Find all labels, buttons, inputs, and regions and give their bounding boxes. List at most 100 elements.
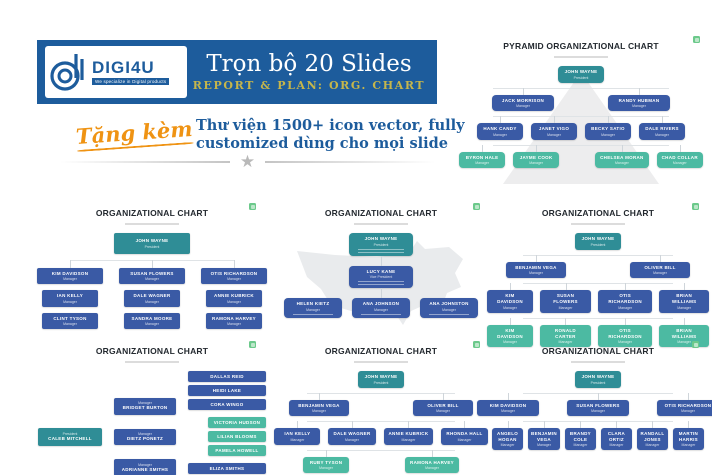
node-role: Manager [516, 104, 530, 109]
chart-title: PYRAMID ORGANIZATIONAL CHART [503, 41, 659, 51]
gift-description: Thư viện 1500+ icon vector, fully custom… [196, 117, 465, 153]
node-name: JACK MORRISON [501, 97, 545, 103]
node-role: President [62, 432, 78, 436]
node-name: OLIVER BILL [644, 264, 676, 270]
node-name: BENJAMIN VEGA [515, 264, 557, 270]
node-role: Manager [573, 443, 588, 448]
node-role: Manager [632, 104, 646, 109]
node-role: President [373, 242, 389, 247]
node-text-bar [429, 313, 469, 315]
chart-subtitle-placeholder [125, 223, 179, 225]
chart-title-row: PYRAMID ORGANIZATIONAL CHART [452, 36, 710, 54]
node-role: Manager [425, 466, 439, 471]
node-role: Manager [319, 466, 333, 471]
node-text-bar [358, 284, 404, 286]
node-name: CHELSEA MORAN [600, 154, 644, 160]
node-name: BRANDY COLE [569, 430, 591, 442]
node-role: Manager [500, 443, 515, 448]
green-corner-icon [692, 203, 699, 210]
node-role: President [590, 380, 606, 385]
org-node: DALLAS REID [188, 371, 266, 383]
green-corner-icon [693, 36, 700, 43]
node-role: President [144, 244, 160, 249]
node-role: Manager [681, 409, 695, 414]
node-role: Manager [306, 307, 320, 312]
node-role: President [373, 380, 389, 385]
chart-title: ORGANIZATIONAL CHART [324, 346, 438, 356]
node-name: CALEB MITCHELL [48, 436, 92, 441]
node-role: Manager [591, 409, 605, 414]
node-name: BRIDGET BURTON [122, 405, 168, 411]
gift-description-line2: customized dùng cho mọi slide [196, 135, 449, 153]
org-node: VICTORIA HUDSON [208, 417, 266, 429]
node-name: RUBY TYSON [309, 459, 343, 465]
node-name: CLARA ORTIZ [607, 430, 626, 442]
org-node: CORA WINGO [188, 399, 266, 411]
node-name: BRIAN WILLIAMS [671, 293, 697, 305]
node-name: IAN KELLY [56, 293, 84, 299]
node-name: BECKY SATIO [591, 126, 625, 132]
node-role: Manager [645, 443, 660, 448]
node-role: Vice President [369, 275, 393, 280]
logo-brand: DIGI4U [92, 58, 155, 77]
node-role: Manager [63, 277, 77, 282]
node-role: Manager [547, 132, 561, 137]
node-name: SUSAN FLOWERS [130, 270, 174, 276]
node-text-bar [358, 251, 404, 253]
node-role: Manager [601, 132, 615, 137]
org-node: LILIAN BLOOMS [208, 431, 266, 443]
node-name: OTIS RICHARDSON [210, 270, 258, 276]
node-role: Manager [442, 307, 456, 312]
node-name: CHAD COLLAR [661, 154, 698, 160]
node-role: Manager [145, 277, 159, 282]
node-name: ANA JOHNSON [362, 301, 400, 307]
chart-title-row: ORGANIZATIONAL CHART [487, 203, 709, 221]
node-role: Manager [503, 340, 517, 345]
node-role: Manager [537, 443, 551, 448]
node-name: JOHN WAYNE [364, 374, 398, 379]
node-name: ADRIANNE SMITHS [121, 466, 169, 472]
header-banner: DIGI4U We specialize in Digital products… [37, 40, 437, 104]
node-name: HELEN KIETZ [296, 301, 330, 307]
node-role: Manager [227, 299, 241, 304]
node-name: VICTORIA HUDSON [213, 419, 261, 425]
node-role: Manager [138, 432, 152, 436]
node-name: RANDY HUBMAN [618, 97, 660, 103]
